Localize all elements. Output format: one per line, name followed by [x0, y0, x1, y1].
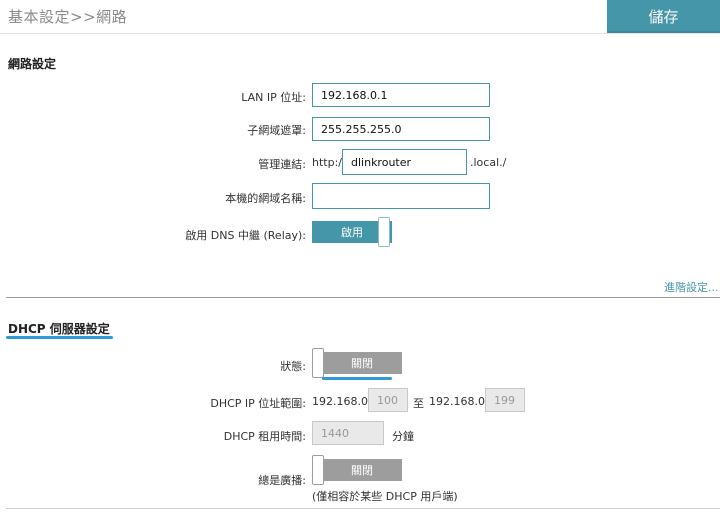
- dhcp-section-title: DHCP 伺服器設定: [8, 322, 110, 336]
- lan-ip-label: LAN IP 位址:: [241, 91, 306, 104]
- subnet-label: 子網域遮罩:: [247, 124, 306, 137]
- header-divider: [0, 33, 720, 34]
- bottom-divider: [6, 508, 720, 509]
- mgmt-link-label: 管理連結:: [258, 158, 306, 171]
- dhcp-range-end-input[interactable]: 199: [485, 388, 525, 412]
- advanced-settings-link[interactable]: 進階設定...: [664, 281, 719, 294]
- broadcast-knob[interactable]: [312, 455, 324, 485]
- dhcp-lease-label: DHCP 租用時間:: [223, 430, 306, 443]
- broadcast-toggle[interactable]: 關閉: [312, 455, 402, 485]
- broadcast-note: (僅相容於某些 DHCP 用戶端): [312, 490, 458, 503]
- dns-relay-state: 啟用: [312, 221, 392, 243]
- save-button[interactable]: 儲存: [607, 0, 720, 33]
- dns-relay-label: 啟用 DNS 中繼 (Relay):: [185, 229, 306, 242]
- breadcrumb: 基本設定>>網路: [8, 8, 128, 26]
- dhcp-status-toggle[interactable]: 關閉: [312, 348, 402, 378]
- mgmt-link-input[interactable]: dlinkrouter: [342, 149, 467, 175]
- dns-relay-toggle[interactable]: 啟用: [312, 217, 392, 247]
- dhcp-status-label: 狀態:: [280, 360, 306, 373]
- subnet-input[interactable]: 255.255.255.0: [312, 117, 490, 141]
- dhcp-range-to: 至: [413, 397, 424, 410]
- domain-name-label: 本機的網域名稱:: [225, 192, 306, 205]
- broadcast-label: 總是廣播:: [258, 474, 306, 487]
- dhcp-range-prefix-start: 192.168.0.: [312, 395, 372, 408]
- dns-relay-knob[interactable]: [378, 217, 390, 247]
- dhcp-range-label: DHCP IP 位址範圍:: [210, 397, 306, 410]
- mgmt-prefix: http://: [312, 156, 346, 169]
- dhcp-range-start-input[interactable]: 100: [368, 388, 408, 412]
- network-section-title: 網路設定: [8, 57, 57, 71]
- domain-name-input[interactable]: [312, 183, 490, 209]
- dhcp-status-knob[interactable]: [312, 348, 324, 378]
- dhcp-lease-input[interactable]: 1440: [312, 421, 384, 445]
- section-divider: [6, 297, 720, 298]
- broadcast-state: 關閉: [322, 459, 402, 481]
- dhcp-lease-unit: 分鐘: [392, 430, 414, 443]
- dhcp-status-underline: [322, 377, 392, 380]
- lan-ip-input[interactable]: 192.168.0.1: [312, 83, 490, 107]
- dhcp-status-state: 關閉: [322, 352, 402, 374]
- dhcp-title-underline: [6, 336, 113, 339]
- mgmt-suffix: .local./: [470, 156, 507, 169]
- dhcp-range-prefix-end: 192.168.0.: [429, 395, 489, 408]
